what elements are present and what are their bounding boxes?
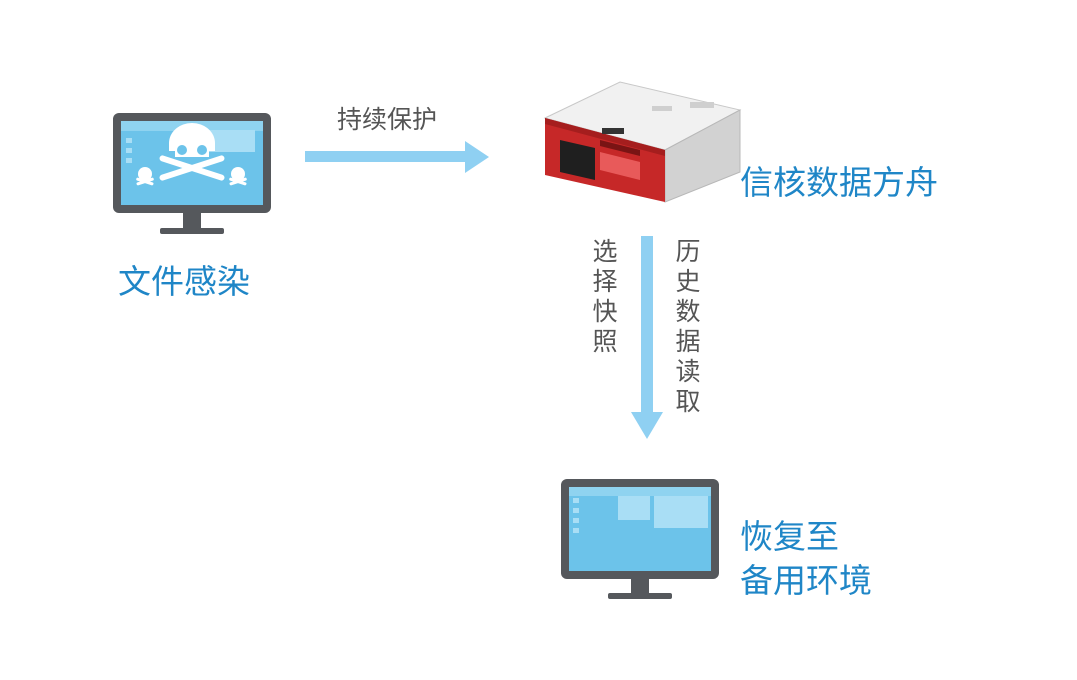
skull-icon <box>159 123 225 181</box>
vertical-right-label: 历史数据读取 <box>675 237 701 416</box>
arrow-right-label: 持续保护 <box>337 105 438 134</box>
restore-label-line1: 恢复至 <box>740 517 839 556</box>
vertical-left-label: 选择快照 <box>592 237 618 356</box>
arrow-right-icon <box>305 141 489 173</box>
server-label: 信核数据方舟 <box>740 163 938 202</box>
restore-computer-icon <box>561 479 719 599</box>
infected-label: 文件感染 <box>118 262 250 301</box>
infected-computer-icon <box>113 113 271 234</box>
restore-label-line2: 备用环境 <box>740 561 872 600</box>
arrow-down-icon <box>631 236 663 439</box>
server-icon <box>543 81 742 203</box>
